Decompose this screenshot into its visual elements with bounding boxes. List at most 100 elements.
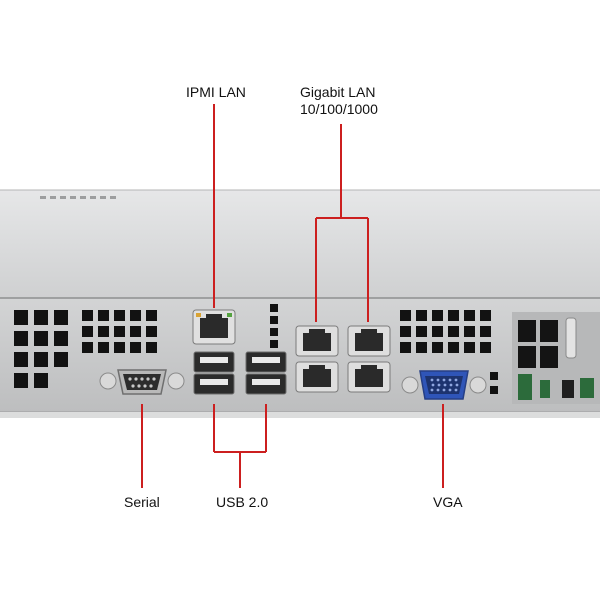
vent-hole <box>400 342 411 353</box>
vga-pin <box>448 388 452 392</box>
serial-label: Serial <box>124 494 160 510</box>
serial-port <box>99 369 185 395</box>
usb-jack <box>245 351 287 373</box>
vent-hole <box>14 331 28 346</box>
leader-lines <box>141 104 444 488</box>
vga-pin <box>437 383 441 387</box>
vga-pin <box>430 378 434 382</box>
vent-hole <box>400 326 411 337</box>
vent-hole <box>448 342 459 353</box>
top-vent-slot <box>90 196 96 199</box>
vent-hole <box>98 326 109 337</box>
vent-hole <box>480 342 491 353</box>
serial-pin <box>143 384 147 388</box>
top-vent-slot <box>50 196 56 199</box>
top-vent-slot <box>100 196 106 199</box>
top-vent-slot <box>70 196 76 199</box>
vga-pin <box>454 388 458 392</box>
gigabit-lan-ports <box>295 325 391 393</box>
vent-hole <box>98 310 109 321</box>
usb-jack <box>245 373 287 395</box>
vga-port <box>401 370 487 400</box>
vga-pin <box>443 383 447 387</box>
usb-2-ports <box>193 351 287 395</box>
vent-hole <box>130 342 141 353</box>
vent-hole <box>114 326 125 337</box>
vent-hole <box>448 326 459 337</box>
vent-hole <box>98 342 109 353</box>
usb-2-label: USB 2.0 <box>216 494 269 510</box>
gigabit-lan-jack <box>347 361 391 393</box>
serial-pin <box>146 377 150 381</box>
vent-hole <box>480 310 491 321</box>
vent-grid-left <box>14 310 157 388</box>
serial-pin <box>134 377 138 381</box>
vent-hole <box>400 310 411 321</box>
vent-hole <box>270 316 278 324</box>
top-vent-slot <box>80 196 86 199</box>
top-vent-slot <box>60 196 66 199</box>
vga-pin <box>454 378 458 382</box>
vent-hole <box>490 386 498 394</box>
vga-label: VGA <box>433 494 463 510</box>
vent-hole <box>416 342 427 353</box>
vent-hole <box>34 310 48 325</box>
gigabit-lan-jack <box>295 361 339 393</box>
vga-pin <box>431 383 435 387</box>
vent-hole <box>464 342 475 353</box>
vent-grid-right <box>490 372 498 394</box>
vent-hole <box>416 326 427 337</box>
top-vent-slot <box>110 196 116 199</box>
vga-pin <box>442 388 446 392</box>
top-vent-slot <box>40 196 46 199</box>
vent-hole <box>146 342 157 353</box>
chassis-underside <box>0 412 600 418</box>
vent-hole <box>114 342 125 353</box>
vent-hole <box>432 342 443 353</box>
vent-hole <box>82 342 93 353</box>
serial-pin <box>140 377 144 381</box>
vent-hole <box>270 340 278 348</box>
vent-hole <box>432 326 443 337</box>
usb-jack <box>193 351 235 373</box>
vent-hole <box>14 352 28 367</box>
vent-hole <box>82 326 93 337</box>
vent-hole <box>146 310 157 321</box>
vent-hole <box>464 310 475 321</box>
ipmi-lan-port <box>192 309 236 345</box>
gigabit-lan-jack <box>295 325 339 357</box>
vga-pin <box>430 388 434 392</box>
vga-pin <box>436 388 440 392</box>
vent-hole <box>464 326 475 337</box>
vent-hole <box>270 304 278 312</box>
gigabit-lan-label-line2: 10/100/1000 <box>300 101 378 117</box>
vent-hole <box>416 310 427 321</box>
serial-pin <box>137 384 141 388</box>
vent-hole <box>34 331 48 346</box>
vga-pin <box>436 378 440 382</box>
vent-hole <box>34 373 48 388</box>
serial-pin <box>149 384 153 388</box>
serial-pin <box>152 377 156 381</box>
gigabit-lan-jack <box>347 325 391 357</box>
usb-jack <box>193 373 235 395</box>
vent-hole <box>146 326 157 337</box>
ipmi-lan-label: IPMI LAN <box>186 84 246 100</box>
vent-hole <box>432 310 443 321</box>
serial-pin <box>131 384 135 388</box>
vga-pin <box>448 378 452 382</box>
vga-pin <box>455 383 459 387</box>
vent-hole <box>490 372 498 380</box>
vent-hole <box>54 310 68 325</box>
vent-hole <box>82 310 93 321</box>
vent-grid-center <box>270 304 491 372</box>
vent-hole <box>54 331 68 346</box>
gigabit-lan-label: Gigabit LAN 10/100/1000 <box>300 84 378 118</box>
vent-hole <box>54 352 68 367</box>
vga-pin <box>442 378 446 382</box>
vent-hole <box>114 310 125 321</box>
vent-hole <box>448 310 459 321</box>
vent-hole <box>34 352 48 367</box>
